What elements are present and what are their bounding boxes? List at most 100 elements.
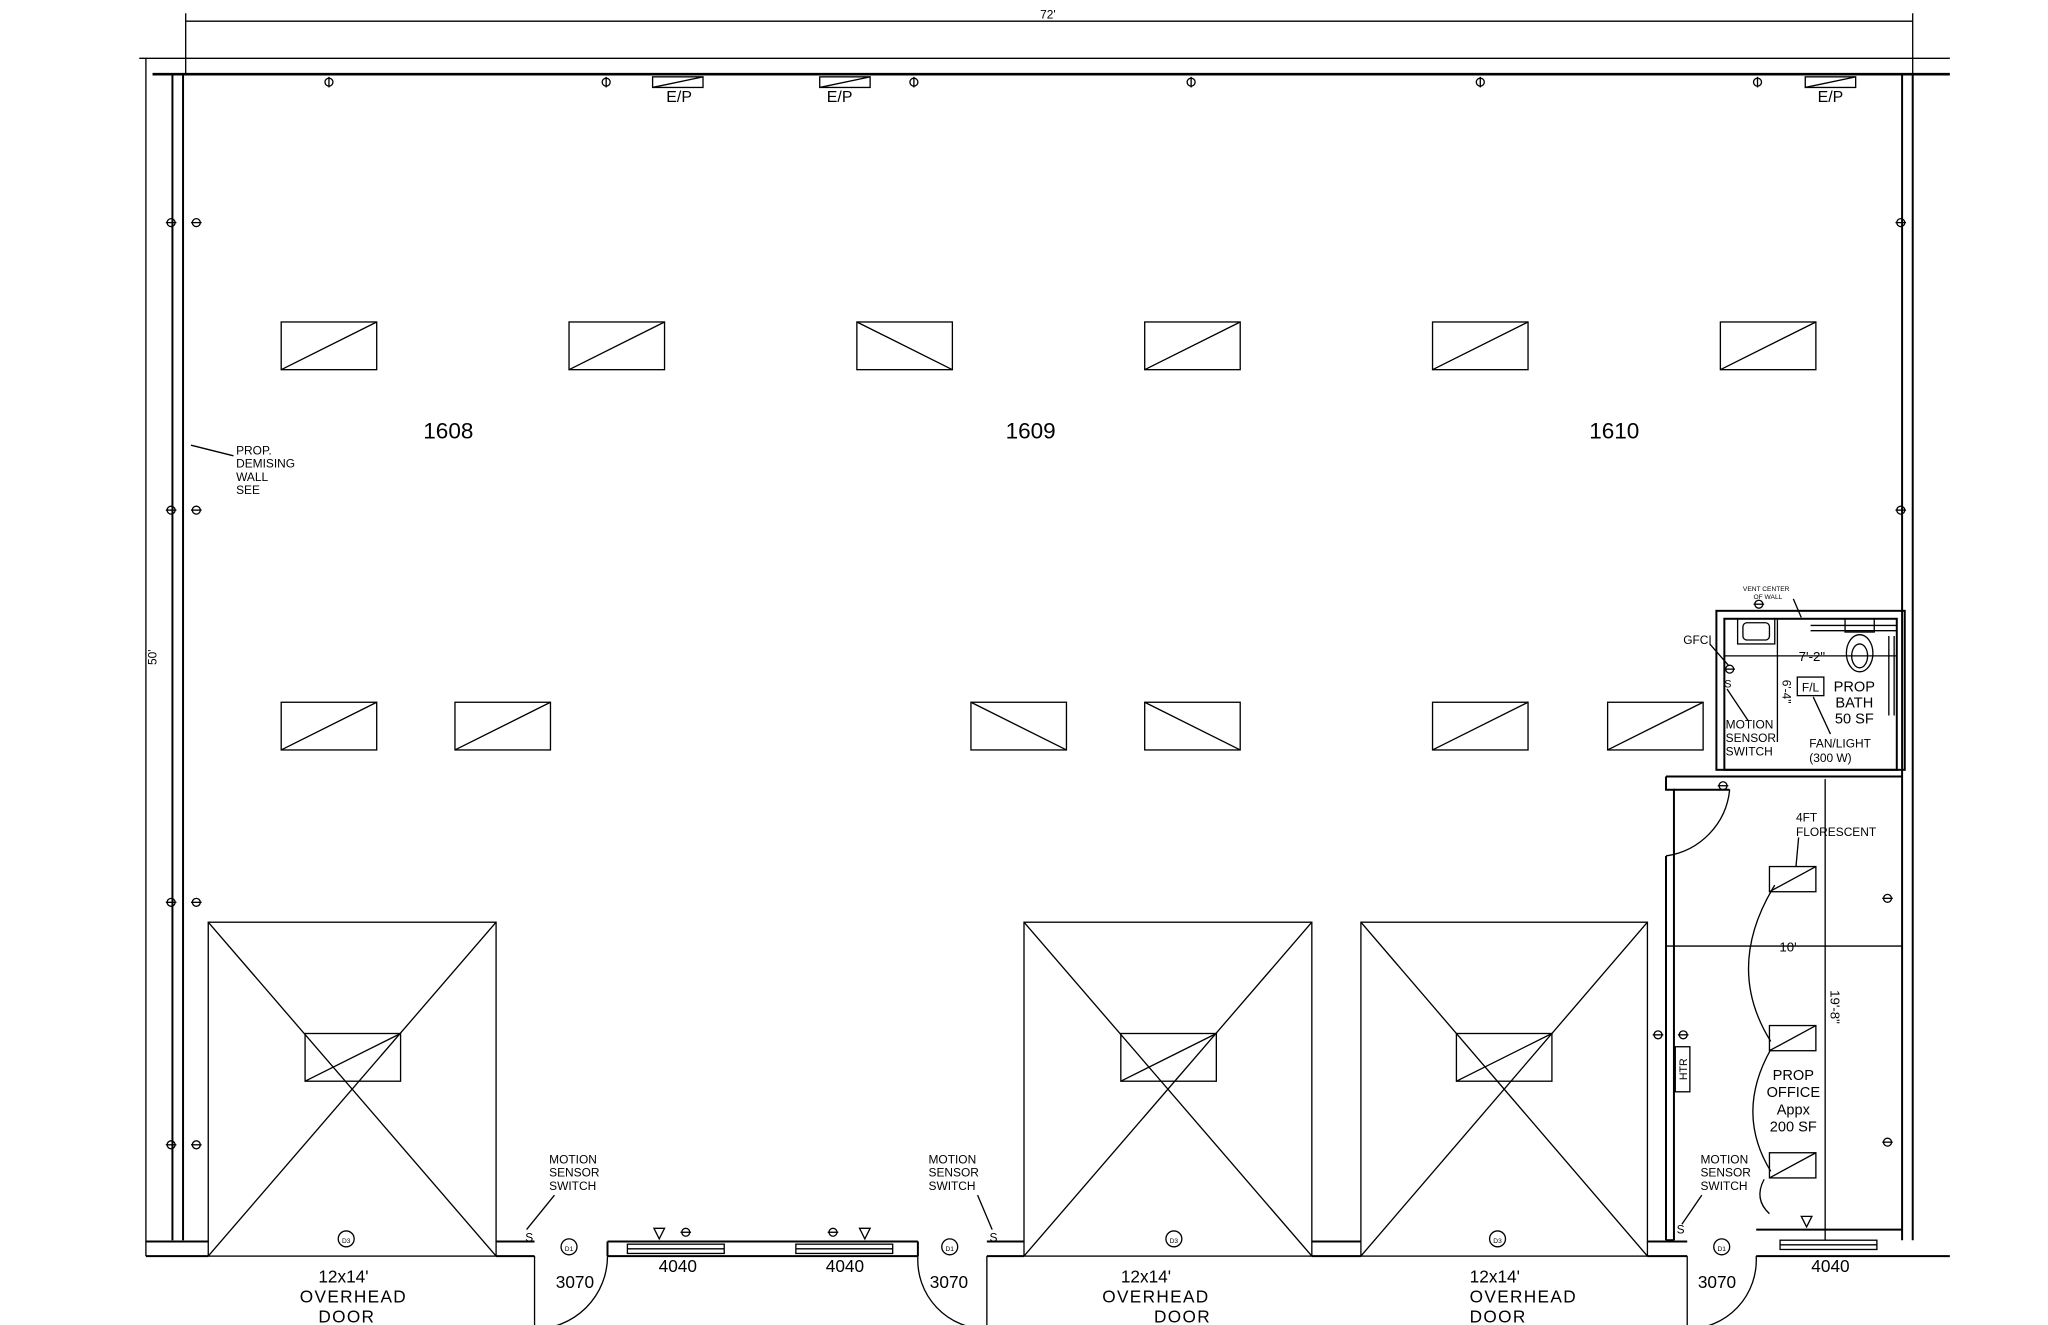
- fixture-tag: D3: [1488, 1230, 1507, 1248]
- door-size: 12x14': [1121, 1267, 1171, 1287]
- sink: [1736, 618, 1776, 645]
- dimension-text: 7'-2": [1799, 649, 1826, 664]
- light-fixture: [970, 701, 1068, 751]
- exhaust-label: E/P: [827, 89, 853, 106]
- outlets: [165, 76, 1907, 1237]
- switch-symbol: S: [990, 1231, 998, 1245]
- overhead-door-label: 12x14' OVERHEAD DOOR: [300, 1267, 407, 1325]
- light-fixture: [454, 701, 552, 751]
- switch-leg: [1752, 1049, 1772, 1172]
- light-fixture: [856, 321, 954, 371]
- demising-wall-note: PROP. DEMISING WALL SEE: [190, 443, 295, 497]
- bath-width-dimension: 7'-2": [1724, 649, 1897, 664]
- note-line: FAN/LIGHT: [1809, 736, 1871, 750]
- man-door: [1686, 1256, 1757, 1325]
- office-door-swing: [1665, 789, 1731, 857]
- office-name: OFFICE: [1767, 1085, 1821, 1101]
- switch-symbol: S: [525, 1231, 533, 1245]
- exhaust-panel: E/P: [1804, 76, 1857, 106]
- window-tag: 4040: [1811, 1256, 1849, 1276]
- bath-area: 50 SF: [1835, 711, 1874, 727]
- door-tag: 3070: [1698, 1272, 1736, 1292]
- light-fixture: [1431, 321, 1529, 371]
- switch-symbol: S: [1724, 679, 1731, 691]
- motion-sensor-switch: S MOTION SENSOR SWITCH: [1724, 679, 1776, 759]
- dimension-text: 19'-8": [1827, 990, 1842, 1024]
- gfci-note: GFCI: [1683, 633, 1729, 666]
- toilet: [1844, 618, 1875, 673]
- fan-tag: F/L: [1802, 681, 1820, 695]
- fluorescent-fixture: [1768, 1152, 1817, 1179]
- switch-symbol: S: [1677, 1223, 1685, 1237]
- note-line: MOTION: [1700, 1152, 1748, 1166]
- door-type: DOOR: [1470, 1306, 1527, 1325]
- fixture-tag: D1: [1713, 1238, 1731, 1256]
- window-tag: 4040: [659, 1256, 697, 1276]
- bath-label: PROP BATH 50 SF: [1834, 680, 1875, 728]
- dimension-left: 50': [145, 58, 160, 1257]
- light-fixture: [280, 701, 378, 751]
- note-line: SWITCH: [549, 1179, 596, 1193]
- overhead-door: [207, 921, 497, 1257]
- thermostat-icon: [652, 1227, 666, 1241]
- door-type: OVERHEAD: [1470, 1286, 1577, 1306]
- dimension-text: 10': [1779, 939, 1796, 954]
- note-line: MOTION: [1726, 718, 1774, 732]
- unit-label: 1609: [1006, 419, 1056, 444]
- note-line: OF WALL: [1754, 594, 1783, 601]
- motion-sensor-switch: S MOTION SENSOR SWITCH: [1677, 1152, 1752, 1236]
- light-fixture: [1144, 701, 1241, 751]
- vent-note: VENT CENTER OF WALL: [1743, 586, 1802, 618]
- note-line: SWITCH: [1700, 1179, 1747, 1193]
- exhaust-panel: E/P: [819, 76, 871, 106]
- fixture-tag: D1: [941, 1238, 959, 1256]
- overhead-door-label: 12x14' OVERHEAD DOOR: [1102, 1267, 1211, 1325]
- note-line: FLORESCENT: [1796, 825, 1877, 839]
- exhaust-panel: E/P: [651, 76, 704, 106]
- note-line: MOTION: [928, 1152, 976, 1166]
- light-fixture: [568, 321, 666, 371]
- note-line: SENSOR: [549, 1166, 600, 1180]
- door-tag: 3070: [556, 1272, 594, 1292]
- note-line: WALL: [236, 470, 268, 484]
- door-type: DOOR: [1154, 1306, 1211, 1325]
- door-type: OVERHEAD: [300, 1286, 407, 1306]
- office-area: Appx: [1777, 1102, 1811, 1118]
- window: [795, 1243, 894, 1255]
- grab-bar: [1810, 624, 1897, 632]
- light-fixture: [1719, 321, 1817, 371]
- note-line: SENSOR: [928, 1166, 979, 1180]
- door-tag: 3070: [930, 1272, 968, 1292]
- man-door: [533, 1256, 609, 1325]
- overhead-door: [1360, 921, 1649, 1257]
- light-fixture: [1606, 701, 1704, 751]
- gfci-label: GFCI: [1683, 633, 1711, 647]
- bath-depth-dimension: 6'-4": [1776, 618, 1794, 742]
- height-dimension: 50': [146, 649, 160, 665]
- switch-leg: [1747, 884, 1776, 1042]
- dimension-top: 72': [139, 8, 1950, 75]
- fixture-tag: D3: [337, 1230, 355, 1248]
- bath-walls: [1715, 609, 1906, 771]
- fixture-tag-text: D1: [1717, 1246, 1726, 1253]
- width-dimension: 72': [1040, 8, 1056, 22]
- fluorescent-fixture: [1768, 1024, 1817, 1052]
- grab-bar: [1888, 636, 1895, 716]
- office-width-dimension: 10': [1665, 939, 1903, 954]
- dimension-text: 6'-4": [1780, 680, 1794, 704]
- thermostat-icon: [858, 1227, 872, 1241]
- fixture-tag-text: D1: [565, 1246, 574, 1253]
- fixture-tag-text: D3: [1170, 1238, 1179, 1245]
- fan-light: F/L FAN/LIGHT (300 W): [1796, 676, 1872, 765]
- fixture-tag-text: D3: [1493, 1238, 1502, 1245]
- fixture-tag-text: D3: [342, 1238, 351, 1245]
- fixture-tag-text: D1: [945, 1246, 954, 1253]
- unit-label: 1608: [423, 419, 473, 444]
- light-fixture: [1431, 701, 1529, 751]
- light-fixture: [1144, 321, 1241, 371]
- bath-name: BATH: [1835, 696, 1873, 712]
- switch-leg: [1759, 1178, 1770, 1215]
- motion-sensor-switch: S MOTION SENSOR SWITCH: [525, 1152, 600, 1244]
- office-name: PROP: [1773, 1068, 1814, 1084]
- light-fixture: [280, 321, 378, 371]
